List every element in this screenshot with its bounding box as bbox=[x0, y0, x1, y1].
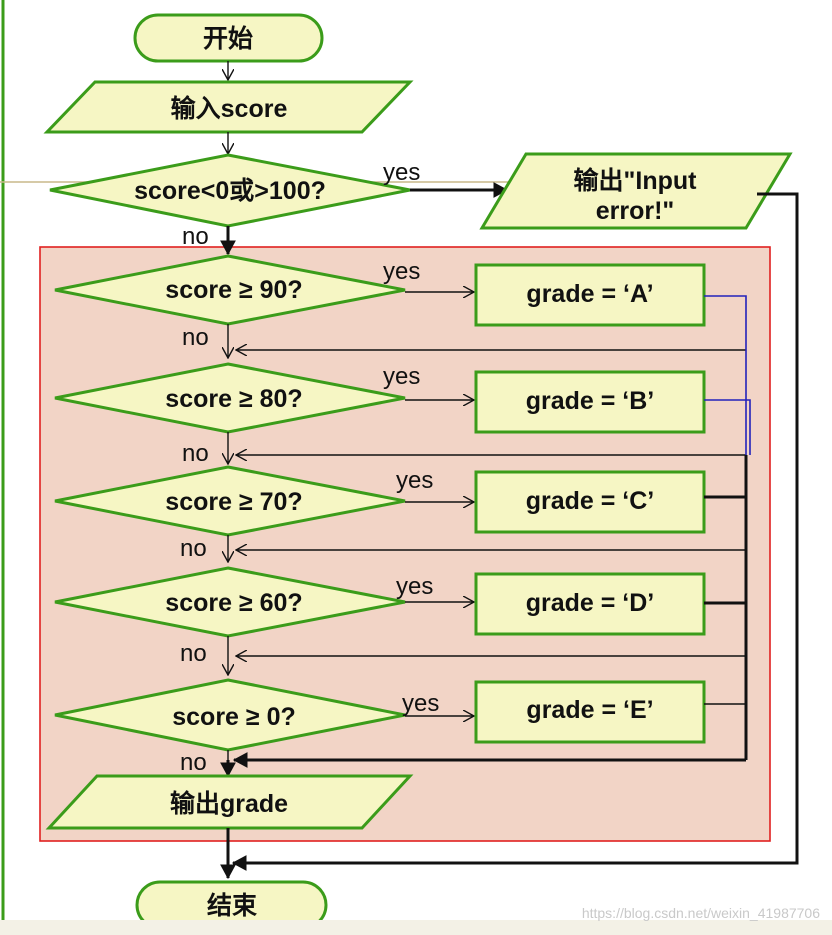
input-node[interactable]: 输入score bbox=[43, 80, 414, 134]
grade-d-box[interactable]: grade = ‘D’ bbox=[474, 572, 706, 636]
collector-b bbox=[704, 399, 751, 455]
no-label-60: no bbox=[180, 640, 207, 667]
condition-60-node[interactable]: score ≥ 60? bbox=[54, 566, 406, 638]
watermark-text: https://blog.csdn.net/weixin_41987706 bbox=[582, 905, 820, 921]
error-to-end-connector bbox=[231, 192, 799, 871]
grade-e-label: grade = ‘E’ bbox=[526, 696, 653, 724]
yes-label-60: yes bbox=[396, 573, 433, 600]
yes-label-90: yes bbox=[383, 258, 420, 285]
bottom-strip bbox=[0, 920, 832, 935]
condition-60-label: score ≥ 60? bbox=[165, 589, 302, 617]
grade-e-box[interactable]: grade = ‘E’ bbox=[474, 680, 706, 744]
condition-70-label: score ≥ 70? bbox=[165, 488, 302, 516]
error-output-line1: 输出"Input bbox=[574, 166, 698, 195]
no-label-80: no bbox=[182, 440, 209, 467]
start-label: 开始 bbox=[203, 25, 253, 53]
condition-80-label: score ≥ 80? bbox=[165, 385, 302, 413]
yes-label-70: yes bbox=[396, 467, 433, 494]
start-node[interactable]: 开始 bbox=[133, 13, 324, 63]
condition-70-node[interactable]: score ≥ 70? bbox=[54, 465, 406, 537]
condition-0-label: score ≥ 0? bbox=[172, 703, 296, 731]
range-check-label: score<0或>100? bbox=[134, 177, 326, 205]
no-label-70: no bbox=[180, 535, 207, 562]
collector-a bbox=[704, 295, 747, 350]
yes-label-0: yes bbox=[402, 690, 439, 717]
output-grade-node[interactable]: 输出grade bbox=[45, 774, 414, 830]
grade-a-box[interactable]: grade = ‘A’ bbox=[474, 263, 706, 327]
grade-d-label: grade = ‘D’ bbox=[526, 589, 655, 617]
grade-c-box[interactable]: grade = ‘C’ bbox=[474, 470, 706, 534]
grade-c-label: grade = ‘C’ bbox=[526, 487, 655, 515]
condition-90-label: score ≥ 90? bbox=[165, 276, 302, 304]
grade-b-label: grade = ‘B’ bbox=[526, 387, 655, 415]
range-yes-label: yes bbox=[383, 159, 420, 186]
yes-label-80: yes bbox=[383, 363, 420, 390]
condition-80-node[interactable]: score ≥ 80? bbox=[54, 362, 406, 434]
input-label: 输入score bbox=[171, 94, 288, 123]
range-no-label: no bbox=[182, 223, 209, 250]
range-check-node[interactable]: score<0或>100? bbox=[49, 153, 411, 228]
no-label-0: no bbox=[180, 749, 207, 776]
end-label: 结束 bbox=[207, 892, 258, 920]
grade-b-box[interactable]: grade = ‘B’ bbox=[474, 370, 706, 434]
no-label-90: no bbox=[182, 324, 209, 351]
grading-region bbox=[39, 246, 771, 842]
error-output-node[interactable]: 输出"Input error!" bbox=[479, 152, 793, 230]
grade-a-label: grade = ‘A’ bbox=[526, 280, 653, 308]
error-output-line2: error!" bbox=[596, 197, 675, 225]
output-grade-label: 输出grade bbox=[170, 789, 288, 818]
